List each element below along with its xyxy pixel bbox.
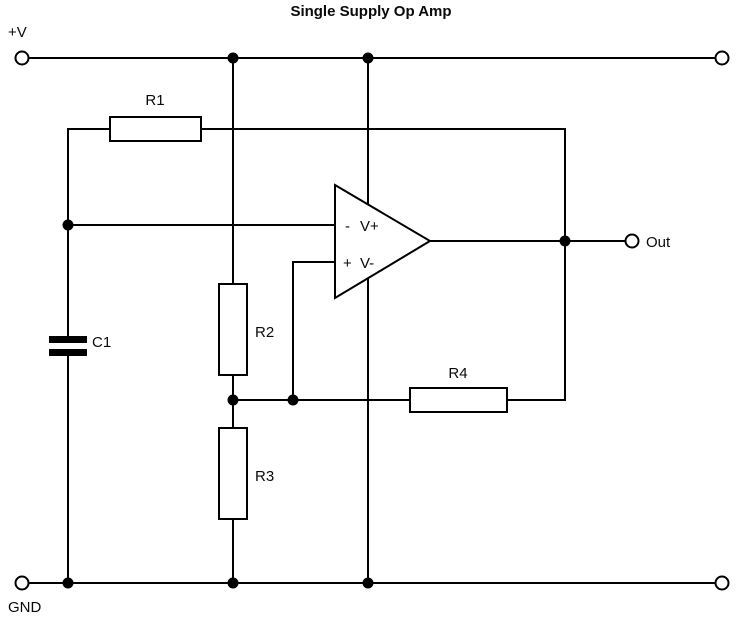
ground-rail-label: GND xyxy=(8,599,42,616)
opamp-vminus-label: V- xyxy=(360,255,374,272)
junction-dot xyxy=(227,394,239,406)
resistor-r2-label: R2 xyxy=(255,324,274,341)
junction-dot xyxy=(227,52,239,64)
junction-dot xyxy=(227,577,239,589)
opamp-inverting-label: - xyxy=(345,218,350,235)
capacitor-c1-top-plate xyxy=(49,336,87,343)
resistor-r2-body xyxy=(218,283,248,376)
resistor-r3-body xyxy=(218,427,248,520)
terminal-positive-right xyxy=(714,50,730,66)
resistor-r3: R3 xyxy=(218,427,274,520)
capacitor-c1-bottom-plate xyxy=(49,349,87,356)
positive-rail-label: +V xyxy=(8,24,27,41)
resistor-r4-body xyxy=(409,387,508,413)
terminal-ground-right xyxy=(714,575,730,591)
resistor-r1-label: R1 xyxy=(145,92,164,109)
resistor-r1-body xyxy=(109,116,202,142)
junction-dot xyxy=(287,394,299,406)
resistor-r4-label: R4 xyxy=(448,365,467,382)
terminal-out xyxy=(624,233,640,249)
terminal-ground-left xyxy=(14,575,30,591)
output-terminal: Out xyxy=(624,233,671,251)
junction-dot xyxy=(362,52,374,64)
capacitor-c1: C1 xyxy=(49,334,111,356)
opamp-body xyxy=(334,183,432,300)
resistor-r3-label: R3 xyxy=(255,468,274,485)
junction-dot xyxy=(362,577,374,589)
junction-dot xyxy=(62,577,74,589)
output-terminal-label: Out xyxy=(646,234,671,251)
opamp-vplus-label: V+ xyxy=(360,218,379,235)
opamp: - V+ + V- xyxy=(334,183,432,300)
resistor-r2: R2 xyxy=(218,283,274,376)
junction-dot xyxy=(559,235,571,247)
opamp-noninverting-label: + xyxy=(343,255,352,272)
diagram-title: Single Supply Op Amp xyxy=(290,3,451,20)
resistor-r4: R4 xyxy=(409,365,508,413)
junction-dot xyxy=(62,219,74,231)
junction-dots xyxy=(62,52,571,589)
wires xyxy=(67,57,627,584)
terminal-positive-left xyxy=(14,50,30,66)
capacitor-c1-label: C1 xyxy=(92,334,111,351)
resistor-r1: R1 xyxy=(109,92,202,142)
